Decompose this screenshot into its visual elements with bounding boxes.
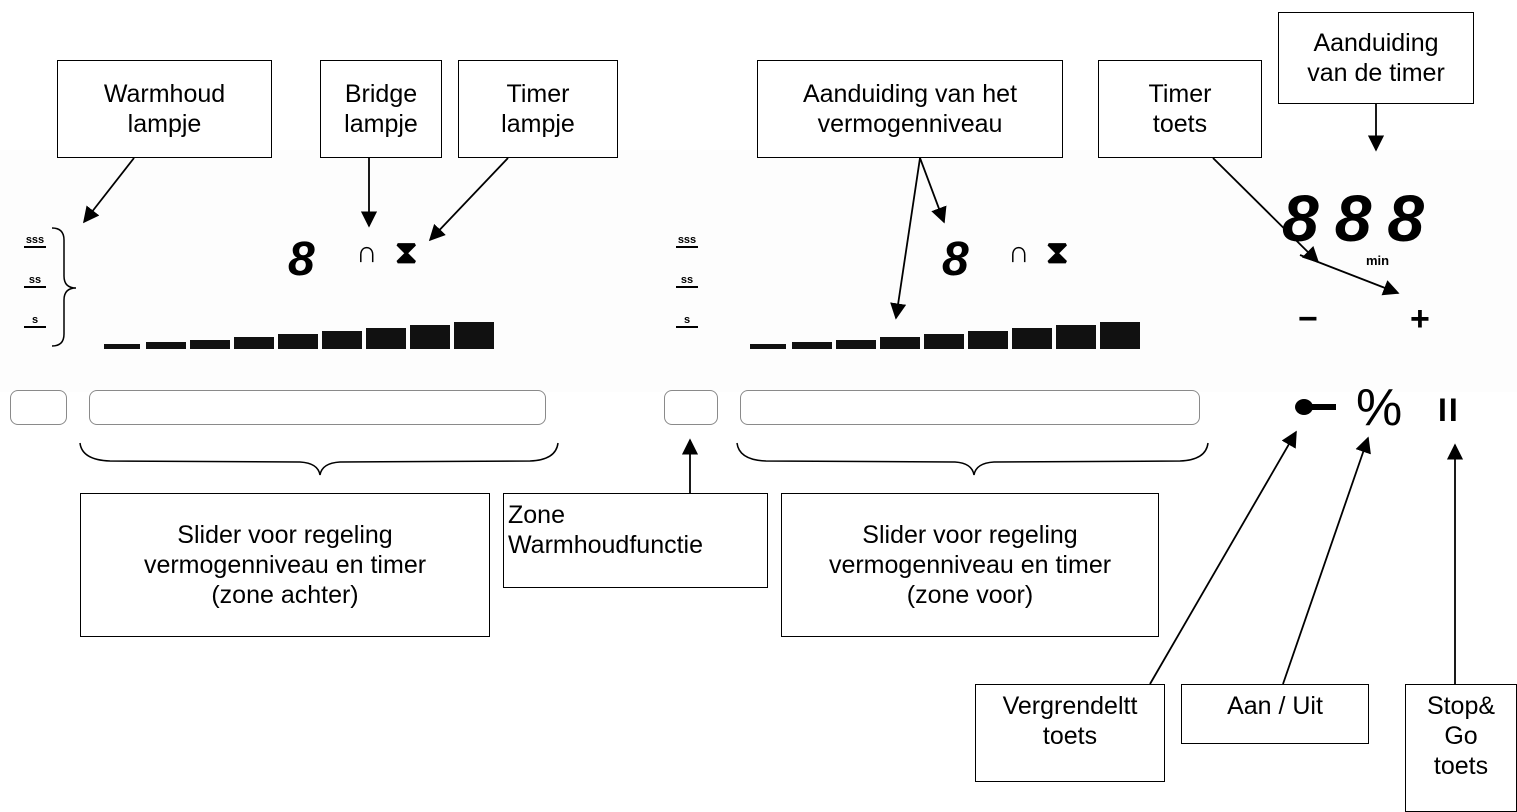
heat-level-3-icon: sss (24, 234, 46, 248)
label-aanduiding-vermogenniveau: Aanduiding van het vermogenniveau (757, 60, 1063, 158)
timer-unit-label: min (1366, 253, 1390, 268)
key-lock-icon[interactable] (1294, 395, 1338, 419)
power-level-bar-right (750, 322, 1140, 349)
label-zone-warmhoudfunctie: Zone Warmhoudfunctie (503, 493, 768, 588)
slider-voor-brace (736, 442, 1209, 476)
label-vergrendel-toets: Vergrendeltt toets (975, 684, 1165, 782)
warmhoud-indicator-left: sss ss s (24, 234, 46, 328)
arrow-vermogen-digit (919, 157, 947, 224)
heat-level-2-icon: ss (24, 274, 46, 288)
warmhoud-button-zone[interactable] (664, 390, 718, 425)
arrow-timer-lampje (428, 157, 509, 242)
heat-level-2-icon: ss (676, 274, 698, 288)
label-warmhoud-lampje: Warmhoud lampje (57, 60, 272, 158)
on-off-button[interactable]: % (1356, 379, 1403, 437)
label-timer-toets: Timer toets (1098, 60, 1262, 158)
slider-zone-voor[interactable] (740, 390, 1200, 425)
label-aan-uit: Aan / Uit (1181, 684, 1369, 744)
arrow-vergrendel (1149, 430, 1297, 685)
label-timer-lampje: Timer lampje (458, 60, 618, 158)
label-bridge-lampje: Bridge lampje (320, 60, 442, 158)
arrow-warmhoud (83, 157, 135, 224)
timer-display-digits: 888 (1282, 181, 1441, 255)
timer-plus-button[interactable]: + (1410, 300, 1430, 338)
power-level-bar-left (104, 322, 494, 349)
warmhoud-button-left[interactable] (10, 390, 67, 425)
arrow-vermogen-bar (890, 157, 921, 320)
control-panel-background (0, 150, 1517, 392)
arrow-timer-toets-minus (1212, 157, 1320, 264)
timer-minus-button[interactable]: − (1298, 300, 1318, 338)
bridge-icon: ∩ (356, 236, 378, 269)
heat-level-1-icon: s (24, 314, 46, 328)
zone-achter-power-digit: 8 (288, 233, 323, 286)
label-stop-go-toets: Stop& Go toets (1405, 684, 1517, 812)
arrow-timer-toets-plus (1299, 254, 1400, 296)
label-slider-achter: Slider voor regeling vermogenniveau en t… (80, 493, 490, 637)
zone-voor-power-digit: 8 (942, 233, 977, 286)
bridge-icon: ∩ (1008, 236, 1030, 269)
warmhoud-indicator-right: sss ss s (676, 234, 698, 328)
heat-level-1-icon: s (676, 314, 698, 328)
label-aanduiding-timer: Aanduiding van de timer (1278, 12, 1474, 104)
stop-go-button[interactable]: II (1438, 392, 1460, 428)
label-slider-voor: Slider voor regeling vermogenniveau en t… (781, 493, 1159, 637)
heat-level-3-icon: sss (676, 234, 698, 248)
slider-achter-brace (79, 442, 559, 476)
hourglass-icon: ⧗ (395, 234, 418, 270)
arrow-aan-uit (1282, 436, 1371, 685)
hourglass-icon: ⧗ (1046, 234, 1069, 270)
slider-zone-achter[interactable] (89, 390, 546, 425)
heat-stack-brace (51, 227, 77, 347)
